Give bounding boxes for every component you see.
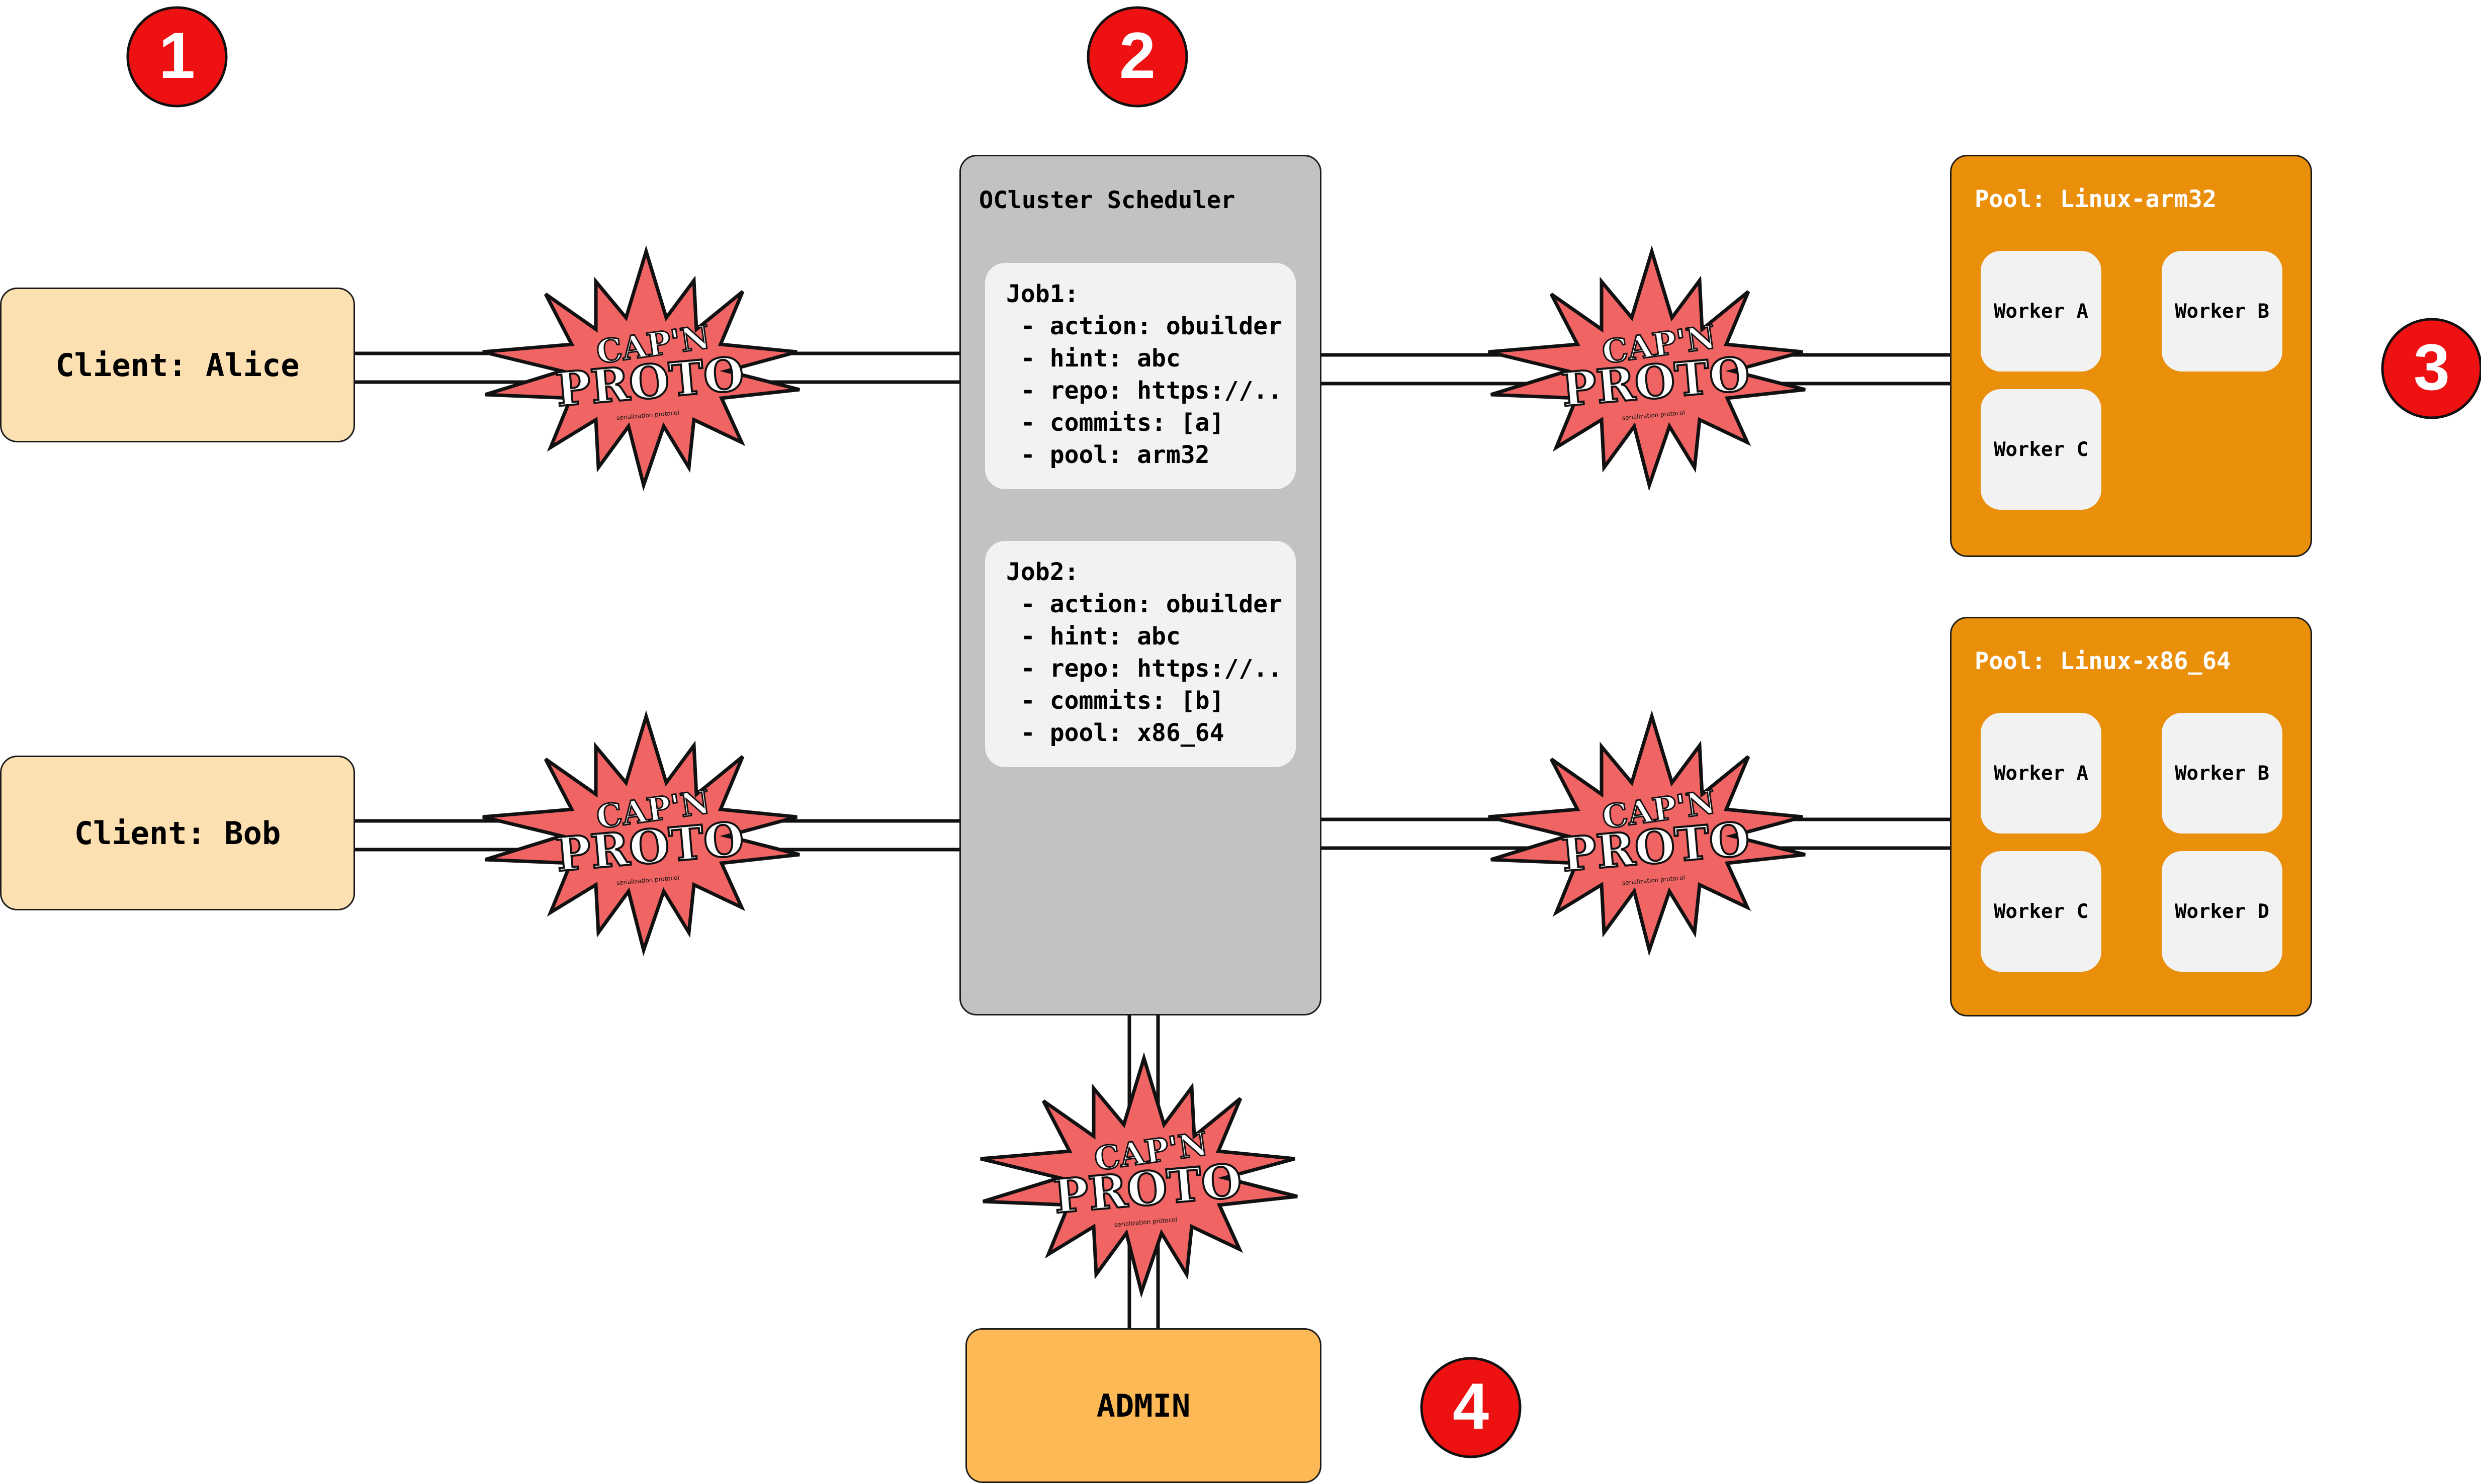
job-line: - pool: arm32 [1006,441,1210,469]
worker-c: Worker C [1981,851,2101,972]
capnproto-logo-admin: CAP'N PROTO serialization protocol [981,1058,1297,1292]
admin-box: ADMIN [965,1328,1321,1483]
capnproto-logo-bob: CAP'N PROTO serialization protocol [483,716,800,950]
step-marker-1: 1 [126,6,228,108]
step-marker-3-label: 3 [2414,330,2450,404]
job-line: - repo: https://.. [1006,655,1283,683]
admin-label: ADMIN [1096,1387,1191,1424]
job-line: Job1: [1006,280,1079,308]
job-line: - commits: [b] [1006,687,1224,715]
job-line: - action: obuilder [1006,590,1283,618]
pool-title: Pool: Linux-x86_64 [1975,647,2231,675]
step-marker-2: 2 [1087,6,1188,108]
step-marker-4: 4 [1420,1357,1522,1458]
job-card-1: Job1: - action: obuilder - hint: abc - r… [985,263,1296,489]
worker-a: Worker A [1981,713,2101,833]
step-marker-1-label: 1 [159,19,195,92]
worker-d: Worker D [2162,851,2282,972]
job-line: - hint: abc [1006,622,1181,651]
ocluster-scheduler: OCluster Scheduler Job1: - action: obuil… [959,155,1321,1015]
client-alice-label: Client: Alice [55,346,300,384]
worker-b: Worker B [2162,251,2282,372]
worker-b: Worker B [2162,713,2282,833]
job-card-2: Job2: - action: obuilder - hint: abc - r… [985,541,1296,767]
pool-linux-arm32: Pool: Linux-arm32 Worker A Worker B Work… [1950,155,2312,557]
capnproto-logo-x86: CAP'N PROTO serialization protocol [1488,716,1805,950]
job-line: - repo: https://.. [1006,377,1283,405]
job-line: - commits: [a] [1006,409,1224,437]
pool-title: Pool: Linux-arm32 [1975,186,2217,213]
job-line: Job2: [1006,558,1079,586]
job-line: - action: obuilder [1006,312,1283,340]
worker-a: Worker A [1981,251,2101,372]
pool-linux-x86-64: Pool: Linux-x86_64 Worker A Worker B Wor… [1950,617,2312,1016]
capnproto-logo-arm32: CAP'N PROTO serialization protocol [1488,251,1805,485]
scheduler-title: OCluster Scheduler [979,187,1235,214]
client-bob-label: Client: Bob [74,814,281,852]
client-bob: Client: Bob [0,756,355,910]
job-line: - hint: abc [1006,344,1181,373]
worker-c: Worker C [1981,389,2101,510]
step-marker-4-label: 4 [1453,1369,1489,1443]
job-line: - pool: x86_64 [1006,719,1224,747]
step-marker-3: 3 [2381,318,2481,419]
capnproto-line1: CAP'N [1600,318,1718,372]
capnproto-logo-alice: CAP'N PROTO serialization protocol [483,251,800,485]
step-marker-2-label: 2 [1119,19,1156,92]
client-alice: Client: Alice [0,288,355,442]
